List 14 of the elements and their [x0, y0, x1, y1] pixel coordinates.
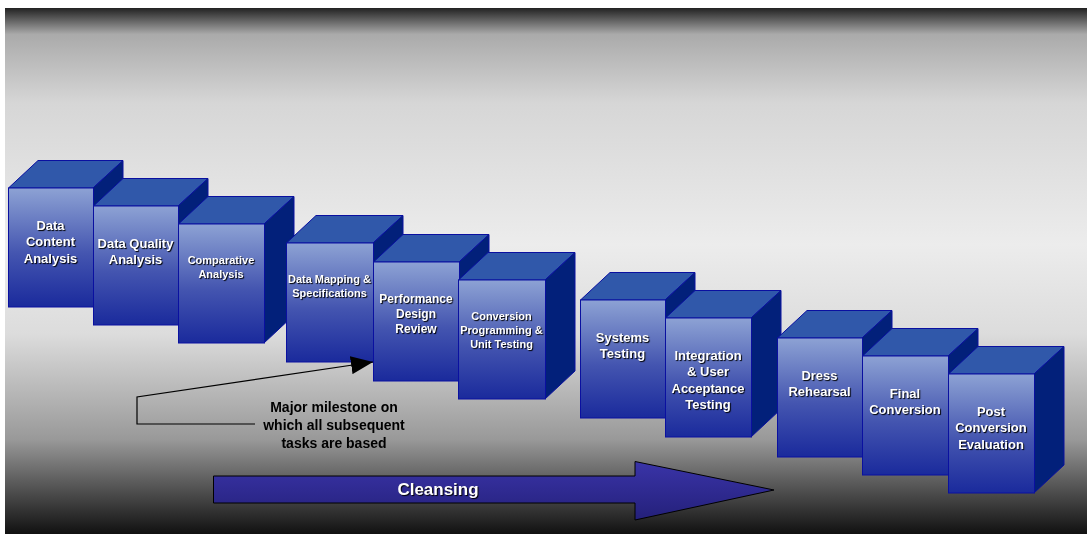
- step-label: Final Conversion: [868, 386, 942, 419]
- step-label: Performance Design Review: [378, 292, 454, 337]
- step-label: Data Mapping & Specifications: [287, 273, 372, 301]
- step-label: Integration & User Acceptance Testing: [670, 348, 746, 413]
- leader-line: [136, 356, 374, 425]
- step-label: Comparative Analysis: [186, 254, 256, 282]
- step-label: Data Quality Analysis: [96, 236, 175, 269]
- step-label: Post Conversion Evaluation: [954, 404, 1028, 453]
- step-label: Dress Rehearsal: [787, 368, 852, 401]
- milestone-note: Major milestone on which all subsequent tasks are based: [255, 398, 413, 452]
- step-label: Data Content Analysis: [22, 218, 79, 267]
- step-label: Conversion Programming & Unit Testing: [459, 310, 544, 352]
- phase-label: Cleansing: [396, 479, 480, 501]
- step-label: Systems Testing: [594, 330, 651, 363]
